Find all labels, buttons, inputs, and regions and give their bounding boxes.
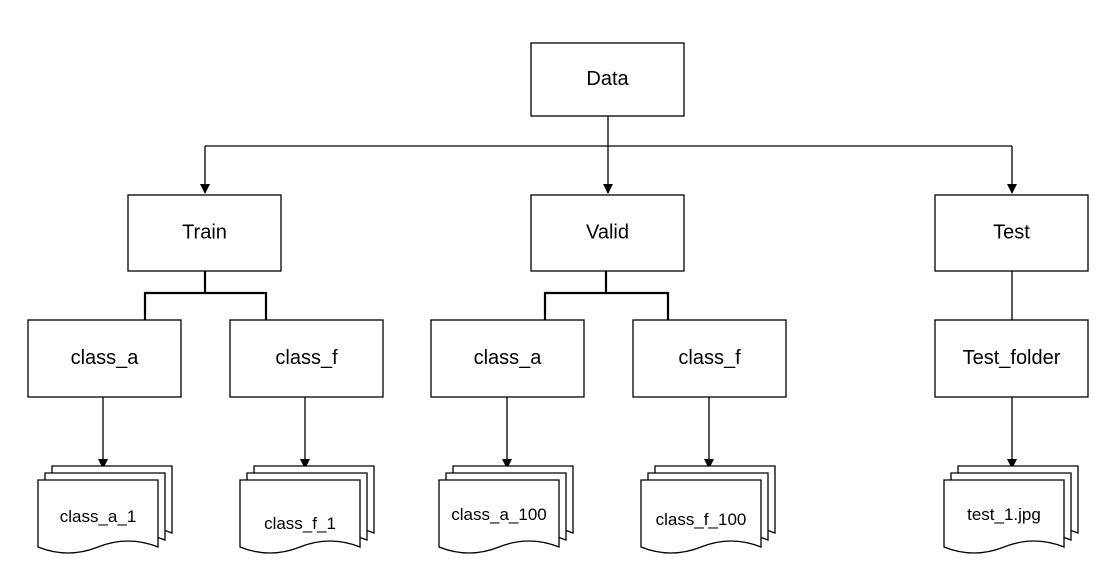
file-stack-test: test_1.jpg — [943, 465, 1079, 554]
class-box — [430, 319, 585, 398]
test-folder-node: Test_folder — [934, 319, 1089, 398]
class-box — [632, 319, 787, 398]
document-sheet-front — [37, 479, 159, 554]
file-label: class_f_100 — [656, 510, 747, 529]
split-node-valid: Valid — [530, 194, 685, 272]
file-arrows — [98, 397, 1017, 469]
file-stack-train-a: class_a_1 — [37, 465, 173, 554]
root-node: Data — [530, 42, 685, 117]
document-sheet-front — [943, 479, 1065, 554]
valid-box — [530, 194, 685, 272]
test-label: Test — [993, 221, 1030, 243]
file-stack-valid-f: class_f_100 — [640, 465, 776, 554]
test-box — [934, 194, 1089, 272]
class-box — [229, 319, 384, 398]
file-stack-train-f: class_f_1 — [239, 465, 375, 554]
test-folder-box — [934, 319, 1089, 398]
class-node-train-a: class_a — [27, 319, 182, 398]
connectors — [200, 116, 1017, 194]
class-node-valid-f: class_f — [632, 319, 787, 398]
valid-bracket — [543, 291, 670, 320]
class-label: class_a — [71, 347, 140, 369]
split-node-train: Train — [127, 194, 282, 272]
test-folder-label: Test_folder — [963, 347, 1061, 369]
class-node-train-f: class_f — [229, 319, 384, 398]
bracket-connectors — [143, 271, 670, 320]
file-label: class_f_1 — [264, 514, 336, 533]
document-sheet-front — [640, 479, 762, 554]
file-label: class_a_100 — [451, 505, 546, 524]
file-label: test_1.jpg — [967, 505, 1041, 524]
class-label: class_a — [474, 347, 543, 369]
class-box — [27, 319, 182, 398]
train-label: Train — [182, 221, 227, 243]
file-stack-valid-a: class_a_100 — [438, 465, 574, 554]
class-label: class_f — [275, 347, 338, 369]
document-sheet-front — [438, 479, 560, 554]
valid-label: Valid — [586, 221, 629, 243]
document-sheet-front — [239, 479, 361, 554]
root-label: Data — [586, 68, 629, 90]
file-label: class_a_1 — [60, 507, 137, 526]
root-box — [530, 42, 685, 117]
class-node-valid-a: class_a — [430, 319, 585, 398]
class-label: class_f — [678, 347, 741, 369]
train-bracket — [143, 291, 268, 320]
split-node-test: Test — [934, 194, 1089, 272]
train-box — [127, 194, 282, 272]
